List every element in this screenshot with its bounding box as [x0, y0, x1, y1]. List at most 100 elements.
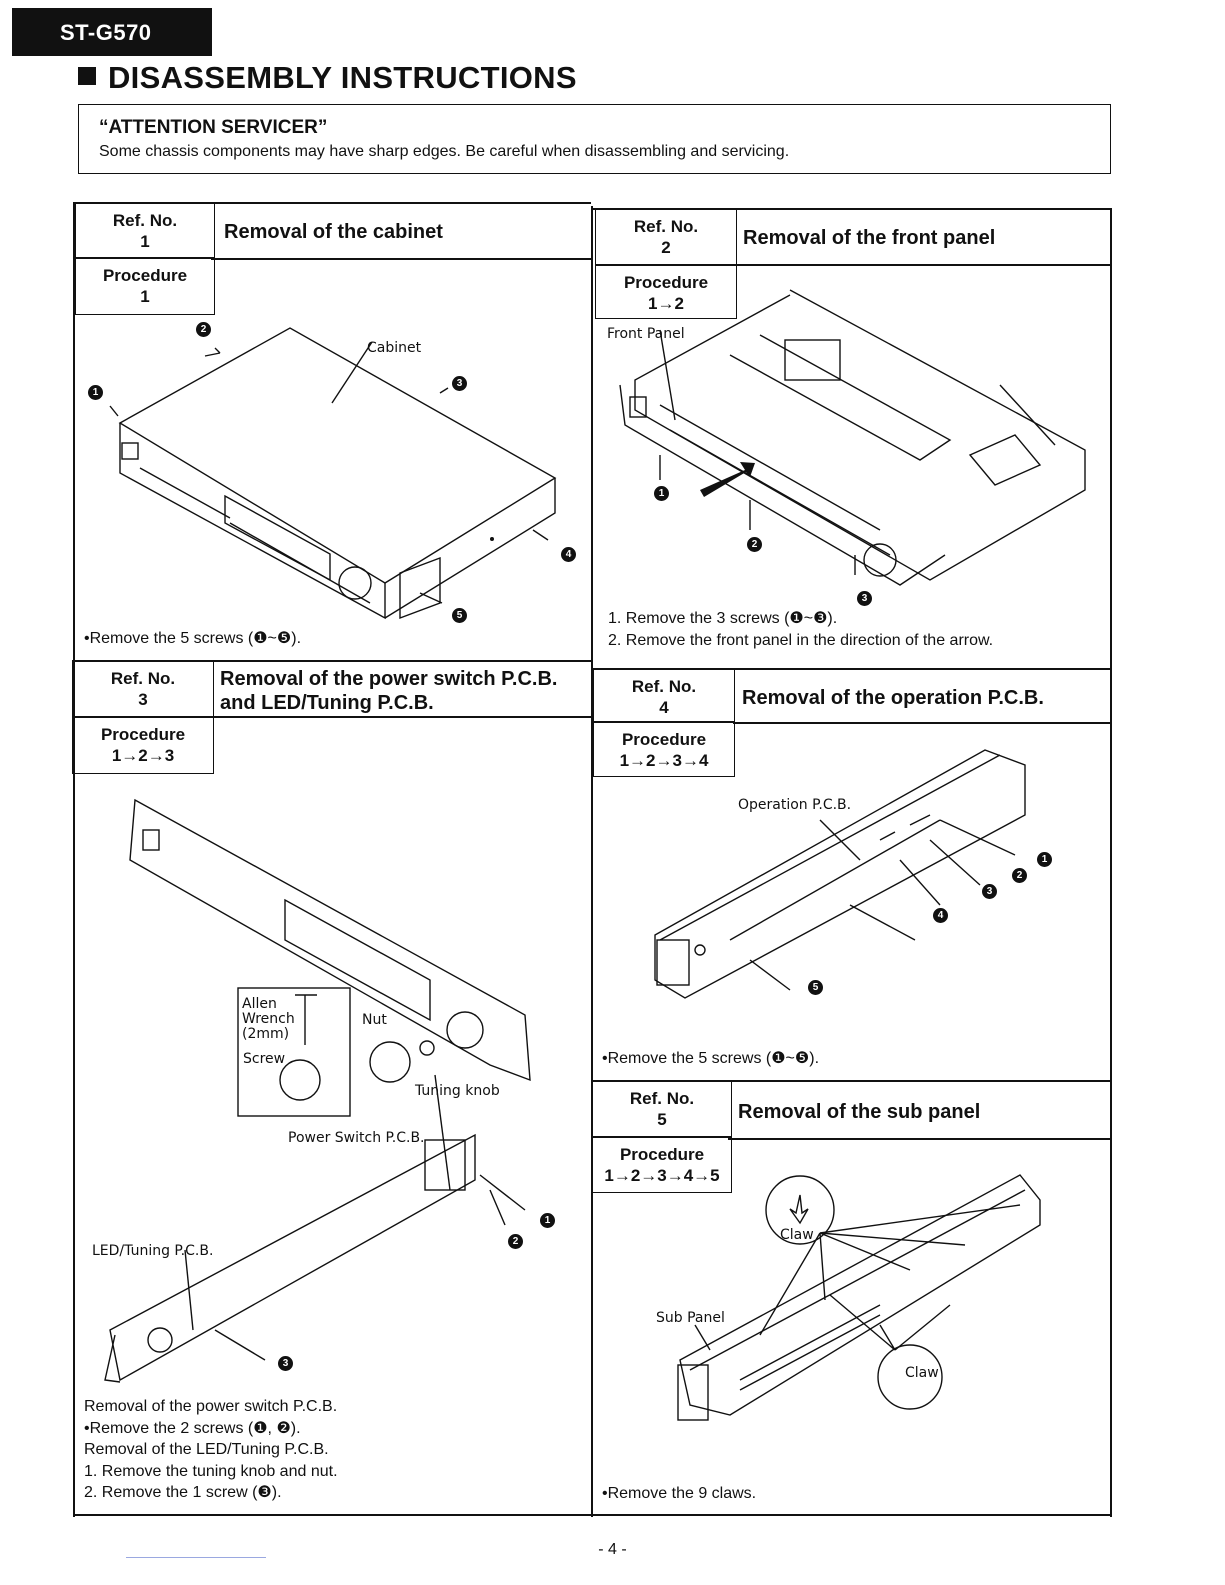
screw-marker-1: 1: [654, 486, 669, 501]
frame-top-right: [591, 208, 1112, 210]
allen-callout: Allen: [242, 996, 277, 1012]
title-underline-1: [211, 258, 591, 260]
title-underline-3: [211, 716, 591, 718]
title-underline-5: [728, 1138, 1112, 1140]
note-line: •Remove the 5 screws (❶~❺).: [84, 630, 302, 647]
note-line: 2. Remove the front panel in the directi…: [608, 631, 994, 649]
cabinet-callout: Cabinet: [367, 340, 422, 356]
note-line: 1. Remove the tuning knob and nut.: [84, 1462, 338, 1480]
screw-marker-2: 2: [1012, 868, 1027, 883]
page-title-text: DISASSEMBLY INSTRUCTIONS: [108, 60, 577, 95]
ref-number: 4: [659, 698, 669, 717]
ref-number: 1: [140, 232, 150, 251]
procedure-label: Procedure: [623, 273, 709, 292]
procedure-label: Procedure: [100, 725, 186, 744]
ref-label: Ref. No.: [631, 677, 697, 696]
ref-label: Ref. No.: [110, 669, 176, 688]
footer-rule: [126, 1557, 266, 1558]
procedure-box-3: Procedure 1→2→3: [72, 716, 214, 774]
procedure-steps: 1→2→3: [111, 746, 175, 765]
ref-number: 2: [661, 238, 671, 257]
screw-marker-3: 3: [278, 1356, 293, 1371]
screw-marker-1: 1: [1037, 852, 1052, 867]
title-underline-4: [733, 722, 1112, 724]
screw-marker-5: 5: [808, 980, 823, 995]
attention-text: Some chassis components may have sharp e…: [99, 143, 790, 160]
claw-callout-bottom: Claw: [905, 1365, 939, 1381]
procedure-box-1: Procedure 1: [75, 257, 215, 315]
screw-marker-3: 3: [982, 884, 997, 899]
screw-marker-1: 1: [540, 1213, 555, 1228]
screw-marker-2: 2: [508, 1234, 523, 1249]
instruction-grid: [68, 200, 1116, 1517]
page-number: - 4 -: [598, 1541, 627, 1558]
divider-right-2: [591, 1080, 1112, 1082]
section-title-1: Removal of the cabinet: [224, 221, 443, 243]
divider-left-1: [73, 660, 591, 662]
frame-top-left: [73, 202, 591, 204]
ref-box-2: Ref. No. 2: [595, 208, 737, 266]
bullet-square-icon: [78, 67, 96, 85]
page-title: DISASSEMBLY INSTRUCTIONS: [78, 60, 577, 96]
sub-panel-callout: Sub Panel: [656, 1310, 725, 1326]
note-line: •Remove the 2 screws (❶, ❷).: [84, 1419, 301, 1437]
note-line: 2. Remove the 1 screw (❸).: [84, 1484, 282, 1501]
section-title-4: Removal of the operation P.C.B.: [742, 687, 1044, 709]
section-title-3-line1: Removal of the power switch P.C.B.: [220, 668, 558, 690]
note-line: 1. Remove the 3 screws (❶~❸).: [608, 610, 838, 627]
notes-3: Removal of the power switch P.C.B. •Remo…: [84, 1396, 338, 1504]
notes-5: •Remove the 9 claws.: [602, 1483, 756, 1505]
section-title-3-line2: and LED/Tuning P.C.B.: [220, 692, 434, 714]
tuning-knob-callout: Tuning knob: [414, 1083, 500, 1099]
screw-marker-2: 2: [196, 322, 211, 337]
note-line: •Remove the 5 screws (❶~❺).: [602, 1050, 820, 1067]
front-panel-callout: Front Panel: [607, 326, 685, 342]
operation-pcb-callout: Operation P.C.B.: [738, 797, 851, 813]
claw-callout-top: Claw: [780, 1227, 814, 1243]
frame-right: [1110, 208, 1112, 1517]
ref-label: Ref. No.: [629, 1089, 695, 1108]
screw-callout: Screw: [243, 1051, 285, 1067]
section-title-2: Removal of the front panel: [743, 227, 996, 249]
procedure-box-2: Procedure 1→2: [595, 264, 737, 319]
procedure-label: Procedure: [619, 1145, 705, 1164]
procedure-steps: 1→2→3→4: [619, 751, 709, 770]
led-tuning-pcb-callout: LED/Tuning P.C.B.: [92, 1243, 213, 1259]
procedure-steps: 1→2→3→4→5: [604, 1166, 720, 1185]
screw-marker-3: 3: [857, 591, 872, 606]
cabinet-illustration: Cabinet: [109, 327, 557, 620]
attention-box: “ATTENTION SERVICER” Some chassis compon…: [78, 104, 1111, 174]
title-underline-2: [733, 264, 1112, 266]
section-title-5: Removal of the sub panel: [738, 1101, 981, 1123]
frame-bottom: [73, 1514, 1112, 1516]
procedure-box-5: Procedure 1→2→3→4→5: [592, 1136, 732, 1193]
procedure-label: Procedure: [102, 266, 188, 285]
screw-marker-3: 3: [452, 376, 467, 391]
procedure-label: Procedure: [621, 730, 707, 749]
ref-box-5: Ref. No. 5: [592, 1080, 732, 1138]
procedure-steps: 1: [140, 287, 150, 306]
wrench-callout: Wrench: [242, 1011, 295, 1027]
ref-box-4: Ref. No. 4: [593, 668, 735, 723]
power-switch-pcb-callout: Power Switch P.C.B.: [288, 1130, 425, 1146]
notes-1: •Remove the 5 screws (❶~❺).: [84, 628, 301, 650]
notes-2: 1. Remove the 3 screws (❶~❸). 2. Remove …: [608, 608, 993, 651]
frame-left: [73, 202, 75, 1517]
attention-heading: “ATTENTION SERVICER”: [99, 117, 328, 138]
ref-label: Ref. No.: [633, 217, 699, 236]
ref-number: 3: [138, 690, 148, 709]
screw-marker-5: 5: [452, 608, 467, 623]
ref-label: Ref. No.: [112, 211, 178, 230]
ref-number: 5: [657, 1110, 667, 1129]
note-line: Removal of the power switch P.C.B.: [84, 1398, 338, 1415]
sub-panel-illustration: Claw Sub Panel Claw: [656, 1174, 1041, 1421]
note-line: •Remove the 9 claws.: [602, 1485, 757, 1502]
frame-center: [591, 206, 593, 1517]
nut-callout: Nut: [362, 1012, 387, 1028]
ref-box-1: Ref. No. 1: [75, 202, 215, 259]
notes-4: •Remove the 5 screws (❶~❺).: [602, 1048, 819, 1070]
ref-box-3: Ref. No. 3: [72, 660, 214, 718]
procedure-steps: 1→2: [648, 294, 684, 313]
screw-marker-1: 1: [88, 385, 103, 400]
power-led-pcb-illustration: Allen Wrench (2mm) Screw Nut Tuning knob…: [92, 798, 531, 1383]
